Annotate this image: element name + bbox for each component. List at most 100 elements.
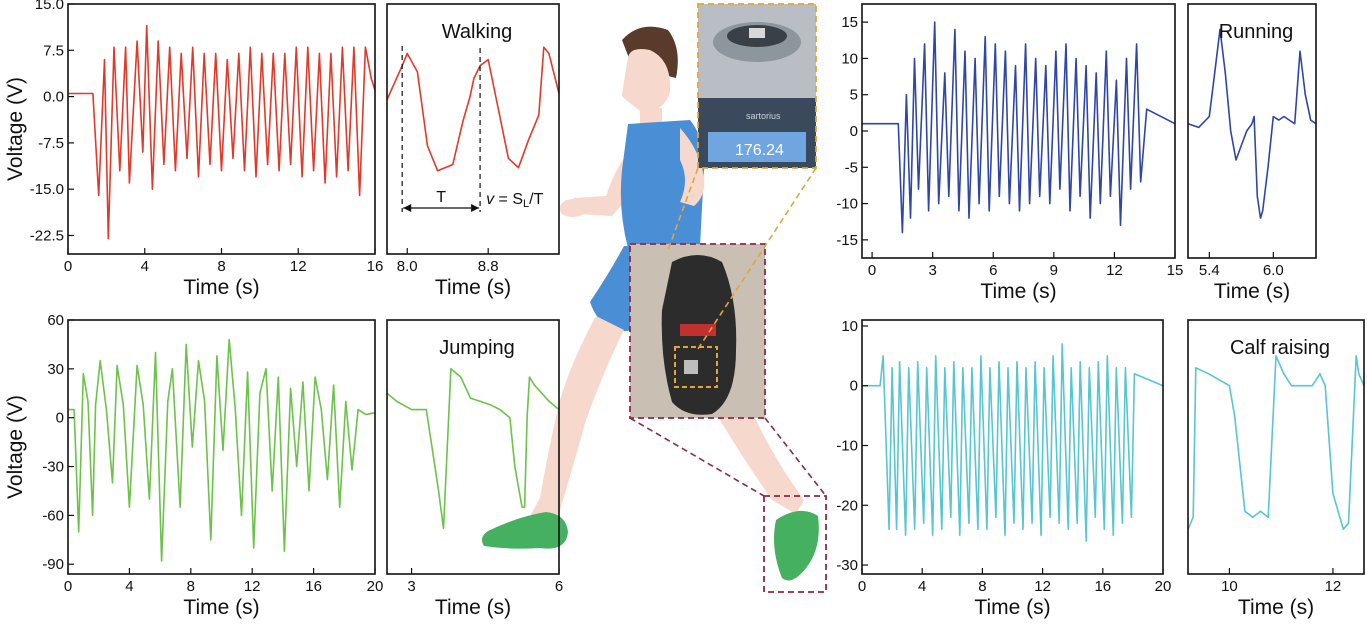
walking-zoom-period-label: T — [436, 189, 446, 206]
scale-brand-label: sartorius — [746, 111, 781, 121]
jumping-full-xtick-label: 0 — [64, 578, 72, 595]
walking-full-xtick-label: 16 — [367, 258, 384, 275]
walking-zoom-xtick-label: 8.8 — [478, 258, 499, 275]
walking-zoom-period-arrowhead — [403, 204, 412, 212]
calf-full-xtick-label: 4 — [918, 578, 926, 595]
runner-head — [622, 49, 671, 112]
calf-full-ytick-label: 10 — [841, 318, 858, 335]
calf-zoom-series-line — [1187, 355, 1365, 531]
running-zoom-frame — [1187, 3, 1317, 259]
scale-connector-line — [695, 167, 817, 353]
walking-full-ytick-label: -22.5 — [30, 227, 64, 244]
calf-full-x-axis-label: Time (s) — [974, 596, 1050, 619]
walking-zoom-frame — [386, 3, 560, 255]
scale-photo-border — [697, 3, 817, 169]
calf-zoom-title: Calf raising — [1230, 337, 1330, 359]
running-zoom-xtick-label: 5.4 — [1199, 262, 1220, 279]
scale-connector-line — [667, 167, 699, 251]
runner-front-arm — [680, 128, 705, 206]
running-full-ytick-label: 0 — [850, 123, 858, 140]
running-full-series-line — [862, 21, 1176, 234]
walking-full-ytick-label: 0.0 — [43, 89, 64, 106]
scale-sample — [749, 28, 765, 38]
calf-zoom-xtick-label: 12 — [1325, 578, 1342, 595]
walking-full-ytick-label: -7.5 — [38, 135, 64, 152]
shoe-photo-border — [629, 243, 766, 419]
formula-subscript: L — [523, 198, 529, 210]
walking-full-ytick-label: -15.0 — [30, 181, 64, 198]
walking-full-xtick-label: 12 — [290, 258, 307, 275]
runner-front-shoe — [774, 510, 819, 581]
walking-full-xtick-label: 8 — [217, 258, 225, 275]
running-zoom-xtick-label: 6.0 — [1263, 262, 1284, 279]
jumping-full-frame — [67, 319, 376, 575]
zoom-connector-line — [629, 417, 765, 497]
jumping-zoom-xtick-label: 6 — [555, 578, 563, 595]
running-full-xtick-label: 15 — [1167, 262, 1184, 279]
calf-full-xtick-label: 20 — [1155, 578, 1172, 595]
jumping-full-ytick-label: 60 — [47, 312, 64, 329]
scale-photo-inset: sartorius 176.24 — [667, 3, 817, 353]
calf-full-ytick-label: -20 — [836, 497, 858, 514]
running-full-ytick-label: 15 — [841, 14, 858, 31]
jumping-zoom-series-line — [386, 367, 560, 530]
calf-full-series-line — [862, 343, 1164, 542]
jumping-full-series-line — [68, 338, 376, 562]
scale-reading: 176.24 — [735, 142, 784, 159]
running-full-xtick-label: 12 — [1106, 262, 1123, 279]
running-full-xtick-label: 0 — [868, 262, 876, 279]
jumping-full-ytick-label: 30 — [47, 361, 64, 378]
jumping-full-x-axis-label: Time (s) — [183, 596, 259, 619]
shoe-photo-red-strap — [680, 324, 716, 336]
jumping-full-xtick-label: 12 — [244, 578, 261, 595]
calf-zoom-frame — [1187, 319, 1365, 575]
jumping-zoom-title: Jumping — [439, 337, 515, 359]
jumping-full-xtick-label: 16 — [305, 578, 322, 595]
shoe-photo-inset — [629, 243, 827, 593]
zoom-connector-line — [764, 417, 827, 497]
running-full-ytick-label: -5 — [845, 159, 858, 176]
runner-back-shoe — [482, 512, 568, 549]
walking-zoom-series-line — [386, 46, 560, 172]
scale-display — [708, 132, 806, 162]
walking-zoom-period-arrowhead — [471, 204, 480, 212]
running-full-ytick-label: -15 — [836, 232, 858, 249]
calf-full-xtick-label: 8 — [978, 578, 986, 595]
walking-full-ytick-label: 15.0 — [35, 0, 64, 13]
calf-zoom-x-axis-label: Time (s) — [1238, 596, 1314, 619]
calf-full-ytick-label: -30 — [836, 557, 858, 574]
walking-full-y-axis-label: Voltage (V) — [4, 77, 27, 181]
running-full-ytick-label: 10 — [841, 50, 858, 67]
jumping-full-ytick-label: 0 — [56, 410, 64, 427]
jumping-full-ytick-label: -30 — [42, 459, 64, 476]
calf-full-ytick-label: 0 — [850, 378, 858, 395]
calf-full-xtick-label: 12 — [1034, 578, 1051, 595]
walking-full-x-axis-label: Time (s) — [183, 276, 259, 299]
jumping-zoom-frame — [386, 319, 560, 575]
calf-full-frame — [861, 319, 1164, 575]
calf-full-ytick-label: -10 — [836, 438, 858, 455]
jumping-full-ytick-label: -60 — [42, 507, 64, 524]
calf-zoom-xtick-label: 10 — [1221, 578, 1238, 595]
running-full-xtick-label: 3 — [929, 262, 937, 279]
walking-zoom-title: Walking — [442, 21, 512, 43]
walking-full-xtick-label: 0 — [64, 258, 72, 275]
running-full-xtick-label: 9 — [1050, 262, 1058, 279]
walking-full-xtick-label: 4 — [141, 258, 149, 275]
jumping-full-xtick-label: 20 — [367, 578, 384, 595]
formula-v: v — [486, 191, 495, 208]
walking-full-series-line — [68, 24, 376, 240]
formula-body: = S — [494, 191, 523, 208]
runner-hand — [559, 198, 584, 217]
running-full-ytick-label: 5 — [850, 87, 858, 104]
jumping-full-y-axis-label: Voltage (V) — [4, 395, 27, 499]
running-zoom-x-axis-label: Time (s) — [1214, 280, 1290, 303]
